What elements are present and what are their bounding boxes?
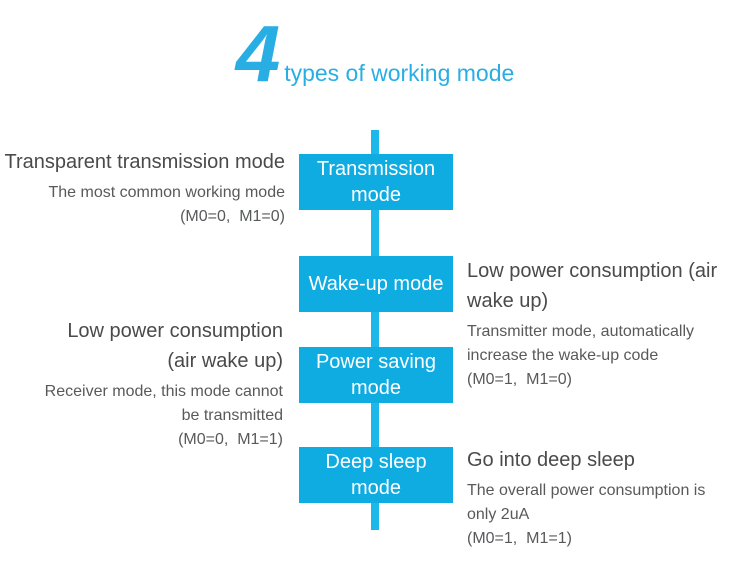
annotation-body-line: (M0=1, M1=1)	[467, 530, 572, 547]
annotation-heading-line: Low power consumption (air	[467, 260, 718, 282]
mode-box-deep-sleep: Deep sleep mode	[299, 447, 453, 503]
annotation-body: Transmitter mode, automatically increase…	[467, 320, 717, 392]
annotation-heading: Go into deep sleep	[467, 445, 705, 475]
annotation-body-line: Transmitter mode, automatically	[467, 323, 695, 340]
mode-box-power-saving: Power saving mode	[299, 347, 453, 403]
annotation-body: The overall power consumption is only 2u…	[467, 479, 705, 551]
annotation-body-line: The overall power consumption is	[467, 482, 706, 499]
annotation-body-line: only 2uA	[467, 506, 530, 523]
annotation-heading-line: Transparent transmission mode	[4, 151, 286, 173]
annotation-body-line: The most common working mode	[48, 184, 285, 201]
annotation-body-line: increase the wake-up code	[467, 347, 659, 364]
annotation-heading-line: (air wake up)	[167, 350, 283, 372]
flow-line	[371, 130, 379, 530]
annotation-heading: Low power consumption (air wake up)	[45, 316, 283, 376]
annotation-transparent-transmission: Transparent transmission mode The most c…	[5, 147, 286, 229]
page-title: 4 types of working mode	[0, 14, 750, 94]
annotation-body-line: be transmitted	[181, 407, 283, 424]
annotation-deep-sleep: Go into deep sleep The overall power con…	[467, 445, 705, 551]
title-text: types of working mode	[284, 60, 515, 86]
annotation-body-line: (M0=1, M1=0)	[467, 371, 572, 388]
annotation-heading-line: Low power consumption	[67, 320, 283, 342]
annotation-heading: Transparent transmission mode	[5, 147, 286, 177]
mode-box-transmission: Transmission mode	[299, 154, 453, 210]
annotation-body: Receiver mode, this mode cannot be trans…	[45, 380, 283, 452]
annotation-low-power-transmitter: Low power consumption (air wake up) Tran…	[467, 256, 717, 392]
annotation-body-line: Receiver mode, this mode cannot	[44, 383, 283, 400]
annotation-low-power-receiver: Low power consumption (air wake up) Rece…	[45, 316, 283, 452]
annotation-body-line: (M0=0, M1=1)	[178, 431, 283, 448]
annotation-body-line: (M0=0, M1=0)	[180, 208, 285, 225]
annotation-heading-line: wake up)	[467, 290, 549, 312]
annotation-body: The most common working mode (M0=0, M1=0…	[5, 181, 285, 229]
title-number: 4	[235, 9, 280, 98]
annotation-heading-line: Go into deep sleep	[467, 449, 635, 471]
annotation-heading: Low power consumption (air wake up)	[467, 256, 717, 316]
mode-box-wakeup: Wake-up mode	[299, 256, 453, 312]
